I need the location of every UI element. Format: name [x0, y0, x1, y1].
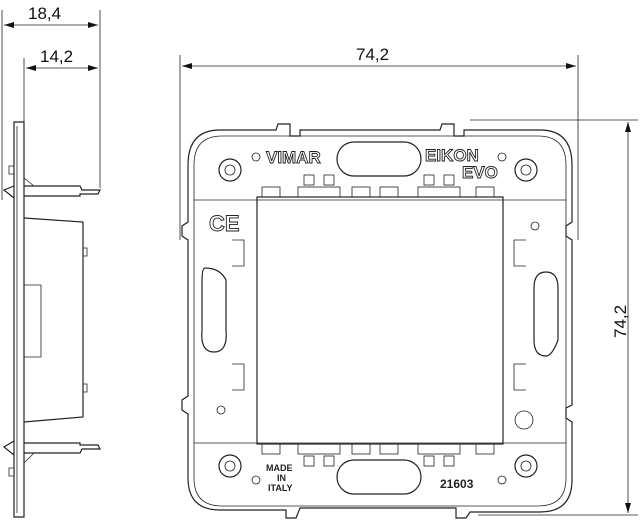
front-view	[181, 123, 573, 519]
series-marking: EIKON	[425, 146, 479, 165]
part-number: 21603	[440, 477, 474, 491]
imq-mark-icon	[514, 410, 534, 430]
ce-mark: CE	[209, 211, 240, 236]
origin-line-1: MADE	[266, 463, 293, 473]
series-sub-marking: EVO	[462, 163, 498, 182]
origin-line-2: IN	[277, 473, 286, 483]
dimension-front-width: 74,2	[179, 45, 579, 240]
module-window	[256, 196, 504, 445]
dimension-label-height: 74,2	[611, 305, 630, 338]
dimension-side-inner: 14,2	[23, 47, 98, 122]
dimension-label-width: 74,2	[356, 45, 389, 64]
origin-line-3: ITALY	[268, 483, 293, 493]
side-view	[2, 121, 101, 518]
dimension-label-14-2: 14,2	[40, 47, 73, 66]
dimension-front-height: 74,2	[470, 119, 638, 516]
dimension-label-18-4: 18,4	[28, 4, 61, 23]
dimension-side-total: 18,4	[1, 4, 101, 200]
brand-marking: VIMAR	[266, 148, 321, 167]
